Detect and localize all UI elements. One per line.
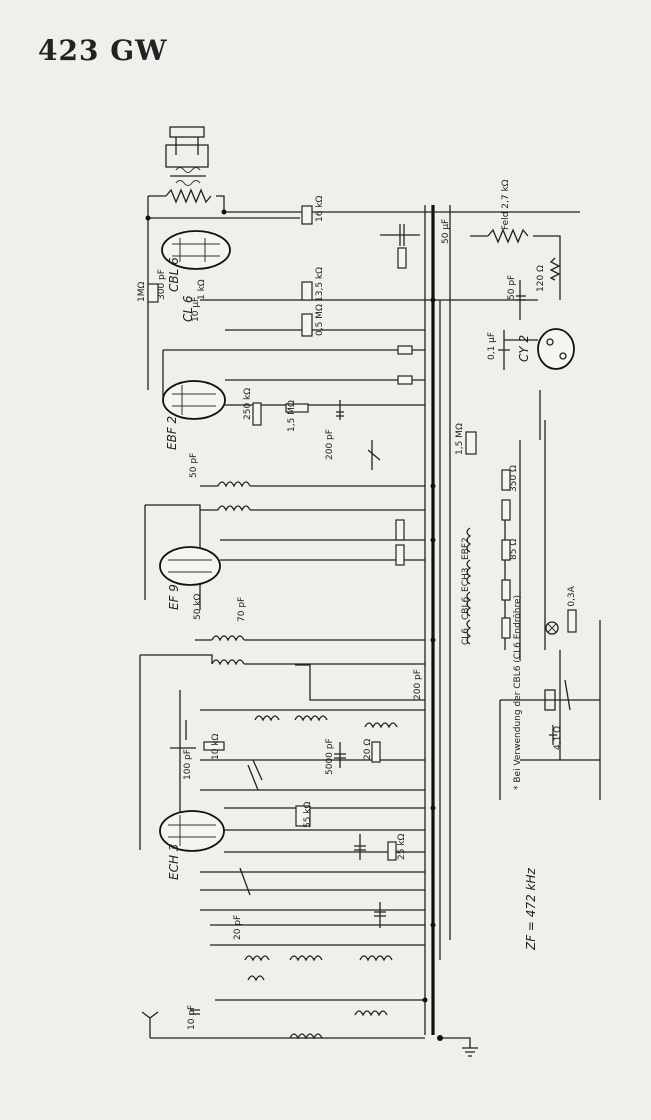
tube-cy2 (537, 328, 575, 370)
footnote-text: * Bei Verwendung der CBL6 (CL6 Endröhre) (513, 595, 523, 790)
label-350: 350 Ω (509, 465, 519, 492)
label-10pf: 10 pF (187, 1005, 197, 1030)
label-25k: 25 kΩ (397, 833, 407, 860)
label-50pf: 50 pF (189, 453, 199, 478)
if-frequency-label: ZF = 472 kHz (524, 868, 538, 951)
heater-ech3: ECH3 (461, 568, 471, 592)
label-120: 120 Ω (536, 265, 546, 292)
label-55k: 55 kΩ (303, 801, 313, 828)
heater-cl6: CL6 (461, 628, 471, 645)
speaker-icon (165, 126, 209, 186)
label-10k: 10 kΩ (211, 733, 221, 760)
label-field: Feld 2,7 kΩ (501, 179, 511, 230)
tube-label-ebf2: EBF 2 (165, 416, 179, 450)
label-15m-b: 1,5 MΩ (455, 423, 465, 455)
label-41: 4,1 Ω (553, 726, 563, 750)
ground-icon (440, 1037, 478, 1057)
if-transformer-1 (217, 481, 251, 488)
label-20: 20 Ω (363, 739, 373, 760)
label-200p: 200 pF (325, 429, 335, 460)
label-15m: 1,5 MΩ (287, 400, 297, 432)
field-coil (487, 228, 529, 244)
label-10u: 10 µF (191, 297, 201, 322)
tube-ef9 (159, 546, 221, 586)
label-1meg: 1MΩ (137, 282, 147, 302)
label-50p: 50 pF (507, 275, 517, 300)
tube-label-cbl6: CBL 6 (167, 257, 181, 292)
label-50k: 50 kΩ (193, 593, 203, 620)
label-01u: 0,1 µF (487, 332, 497, 360)
label-100p: 100 pF (183, 749, 193, 780)
label-50u: 50 µF (441, 219, 451, 244)
diagram-title: 423 GW (38, 34, 168, 67)
pilot-lamp-icon (545, 621, 559, 635)
antenna-icon (141, 1011, 159, 1038)
label-5000: 5000 pF (325, 738, 335, 775)
label-250k: 250 kΩ (243, 388, 253, 420)
tube-cbl6 (161, 230, 231, 270)
antenna-coil (244, 955, 270, 962)
tube-ech3 (159, 810, 225, 852)
tube-label-cl6: CL 6 (181, 295, 195, 322)
tube-ebf2 (162, 380, 226, 420)
heater-cbl6: CBL6 (461, 597, 471, 620)
if-transformer-2 (211, 635, 245, 642)
label-300p: 300 pF (157, 269, 167, 300)
tube-label-ef9: EF 9 (167, 584, 181, 610)
tube-label-ech3: ECH 3 (167, 844, 181, 880)
label-lamp: 2,4V 0,3A (567, 585, 577, 630)
label-1k: 1 kΩ (197, 279, 207, 300)
label-20pf: 20 pF (233, 915, 243, 940)
tube-label-cy2: CY 2 (517, 335, 531, 362)
output-transformer (165, 188, 212, 204)
osc-coil (254, 715, 280, 722)
label-200pf: 200 pF (413, 669, 423, 700)
heater-ebf2: EBF2 (461, 537, 471, 560)
label-r05m: 0,5 MΩ (315, 304, 325, 336)
label-70pf: 70 pF (237, 597, 247, 622)
label-r135: 13,5 kΩ (315, 267, 325, 302)
label-r16k: 16 kΩ (315, 195, 325, 222)
label-85: 85 Ω (509, 539, 519, 560)
